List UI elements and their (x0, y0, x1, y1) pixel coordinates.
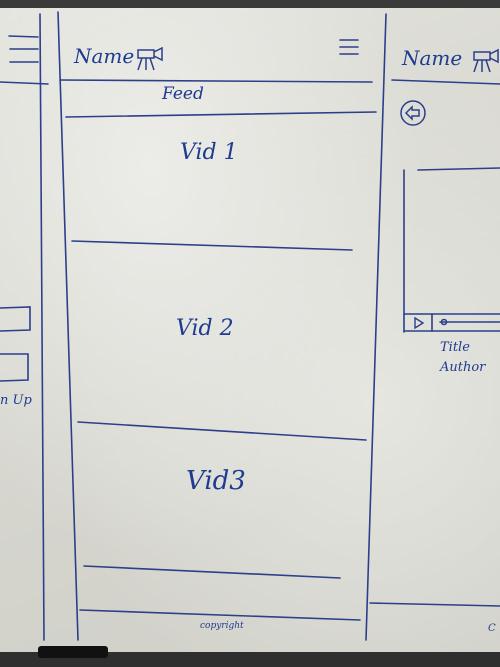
feed-panel-left-border (57, 11, 79, 641)
video-tile-3[interactable]: Vid3 (186, 466, 246, 496)
vid-2-divider (77, 421, 367, 441)
feed-label-divider (65, 111, 377, 118)
video-tile-1[interactable]: Vid 1 (180, 140, 238, 165)
feed-footer-copyright: copyright (200, 621, 244, 631)
left-input-two (0, 353, 29, 382)
video-footer-copyright: C (488, 623, 496, 634)
vid-3-divider (83, 565, 341, 579)
left-input-one (0, 306, 31, 332)
video-author: Author (440, 360, 486, 375)
signup-button-label[interactable]: n Up (0, 393, 32, 408)
marker (38, 646, 108, 658)
feed-menu-icon (339, 39, 359, 55)
back-arrow-icon[interactable] (398, 98, 428, 128)
video-header-divider (391, 79, 500, 85)
feed-panel-right-border (365, 13, 387, 641)
play-icon[interactable] (410, 315, 428, 331)
left-panel-border (39, 13, 45, 641)
vid-1-divider (71, 240, 353, 251)
camera-icon (137, 46, 163, 71)
marker-tray (0, 652, 500, 667)
video-footer-divider (369, 602, 500, 607)
video-scrub-handle (440, 318, 448, 326)
left-menu-icon (8, 35, 39, 63)
feed-header-divider (59, 79, 373, 83)
video-header-name: Name (402, 46, 463, 70)
video-title: Title (440, 340, 470, 355)
whiteboard-frame (0, 0, 500, 8)
feed-footer-divider (79, 609, 361, 621)
video-player-top (417, 167, 500, 171)
video-tile-2[interactable]: Vid 2 (176, 316, 234, 341)
feed-header-name: Name (74, 44, 135, 68)
feed-label: Feed (162, 84, 204, 104)
camera-icon (473, 48, 499, 73)
